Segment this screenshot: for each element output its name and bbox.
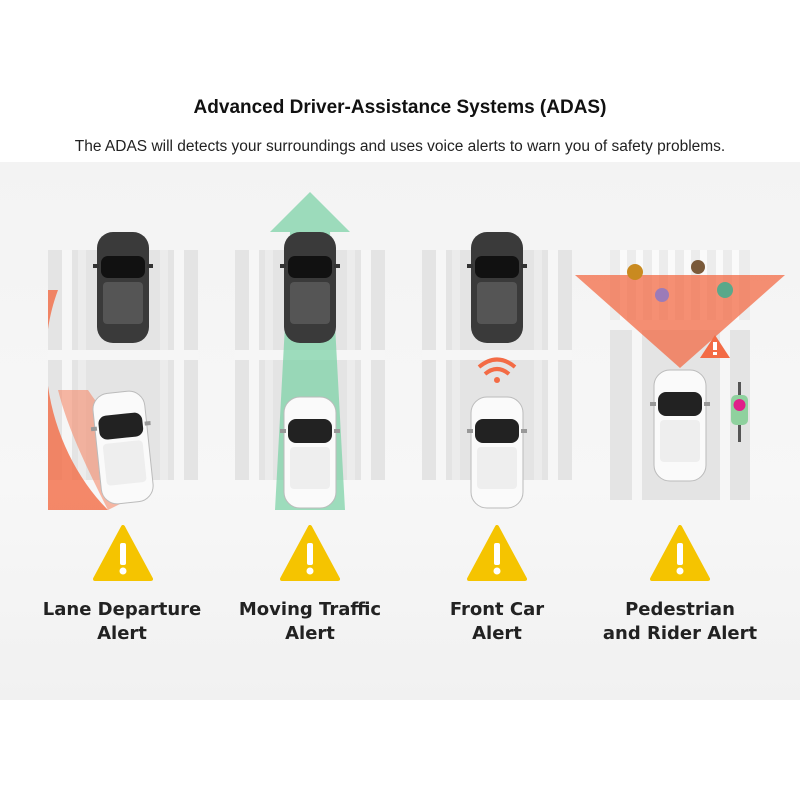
label-line: and Rider Alert bbox=[602, 623, 758, 644]
front-car bbox=[280, 232, 340, 343]
pedestrian-icon bbox=[655, 288, 669, 302]
label-line: Lane Departure bbox=[42, 599, 202, 620]
label-line: Moving Traffic bbox=[238, 599, 382, 620]
feature-label-pedestrian: Pedestrian and Rider Alert bbox=[580, 598, 780, 646]
departure-glow bbox=[48, 290, 108, 510]
pedestrian-icon bbox=[627, 264, 643, 280]
own-car bbox=[467, 396, 527, 509]
label-line: Alert bbox=[472, 623, 522, 644]
pedestrian-icon bbox=[691, 260, 705, 274]
pedestrian-icon bbox=[717, 282, 733, 298]
moving-traffic-scene bbox=[235, 192, 385, 510]
own-car bbox=[280, 396, 340, 509]
front-car bbox=[93, 232, 153, 343]
page-subtitle: The ADAS will detects your surroundings … bbox=[74, 138, 726, 155]
label-line: Alert bbox=[97, 623, 147, 644]
warning-triangle-icon bbox=[280, 525, 340, 581]
signal-waves-icon bbox=[477, 357, 517, 383]
label-line: Alert bbox=[285, 623, 335, 644]
warning-triangle-icon bbox=[93, 525, 153, 581]
warning-triangle-icon bbox=[467, 525, 527, 581]
label-line: Front Car bbox=[449, 599, 545, 620]
cyclist-icon bbox=[731, 382, 748, 442]
front-car-scene bbox=[422, 232, 572, 509]
lane-departure-scene bbox=[48, 232, 198, 510]
front-car bbox=[467, 232, 527, 343]
warning-triangle-icon bbox=[650, 525, 710, 581]
pedestrian-scene bbox=[575, 250, 785, 500]
detection-cone bbox=[575, 275, 785, 368]
label-line: Pedestrian bbox=[625, 599, 735, 620]
page-title: Advanced Driver-Assistance Systems (ADAS… bbox=[193, 97, 607, 118]
own-car bbox=[650, 369, 710, 482]
